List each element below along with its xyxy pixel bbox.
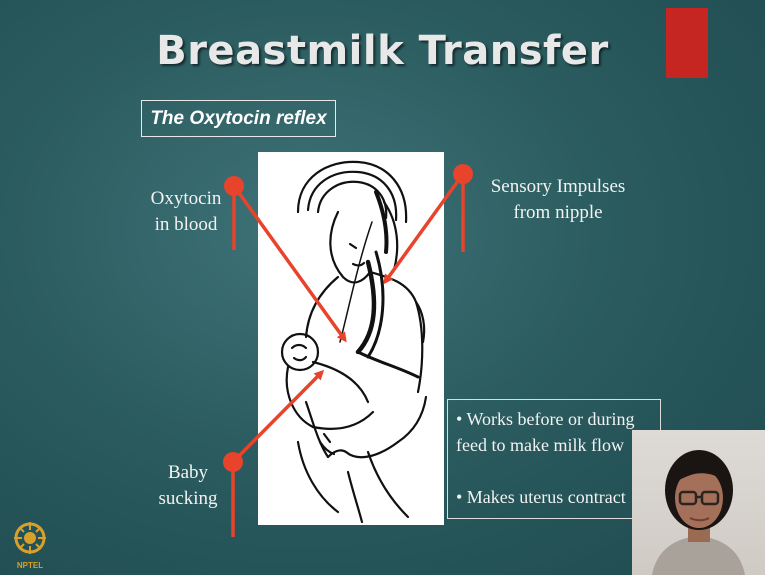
presenter-webcam (632, 430, 765, 575)
nptel-logo-text: NPTEL (17, 561, 43, 570)
bullet-box: • Works before or during feed to make mi… (447, 399, 661, 519)
nptel-logo-icon: NPTEL (12, 520, 48, 572)
sensory-pin-head (453, 164, 473, 184)
bullet-item: • Works before or during feed to make mi… (456, 406, 634, 458)
oxytocin-pin-head (224, 176, 244, 196)
baby-pin-head (223, 452, 243, 472)
bullet-item: • Makes uterus contract (456, 484, 626, 510)
sensory-arrow (385, 174, 463, 282)
baby-arrow (233, 372, 322, 462)
oxytocin-arrow (234, 186, 345, 340)
